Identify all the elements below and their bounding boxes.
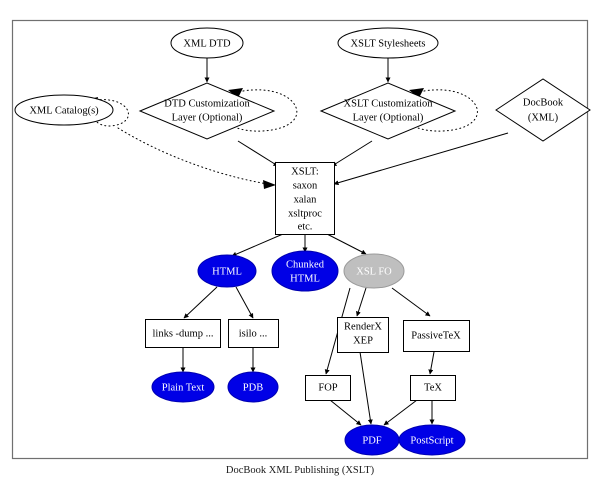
docbook-label-line2: (XML) <box>528 112 559 123</box>
xslt-proc-box <box>275 162 335 235</box>
node-postscript[interactable]: PostScript <box>398 424 466 456</box>
arrowhead-dtd-custom-self <box>228 88 243 98</box>
node-fop[interactable]: FOP <box>305 375 351 401</box>
edge-xsl-fo-to-passivetex <box>391 287 431 317</box>
edge-docbook-to-xslt-proc <box>333 132 509 186</box>
docbook-diamond <box>495 78 591 142</box>
xslt-proc-line-4: etc. <box>298 221 313 232</box>
edge-dtd-custom-self <box>223 89 298 132</box>
xslt-proc-line-0: XSLT: <box>291 166 319 177</box>
xslt-proc-line-2: xalan <box>294 194 317 205</box>
html-label: HTML <box>212 266 242 277</box>
xslt-proc-line-1: saxon <box>293 180 318 191</box>
pdb-label: PDB <box>243 382 263 393</box>
edge-xslt-custom-self <box>404 89 478 132</box>
node-xsl-fo[interactable]: XSL FO <box>343 253 405 289</box>
xslt-stylesheets-label: XSLT Stylesheets <box>351 38 426 49</box>
node-links-dump[interactable]: links -dump ... <box>145 319 221 348</box>
xsl-fo-ellipse <box>343 253 405 289</box>
xml-catalogs-label: XML Catalog(s) <box>29 105 99 116</box>
fop-box <box>305 375 351 401</box>
edge-passivetex-to-tex <box>428 351 435 375</box>
node-xslt-processor[interactable]: XSLT: saxon xalan xsltproc etc. <box>275 162 335 235</box>
edge-xml-catalogs-to-xslt-proc <box>117 127 269 185</box>
passivetex-box <box>403 320 470 352</box>
xslt-proc-line-3: xsltproc <box>288 208 322 219</box>
node-tex[interactable]: TeX <box>410 375 456 401</box>
docbook-label-line1: DocBook <box>523 97 564 108</box>
xslt-custom-label-line1: XSLT Customization <box>344 98 434 109</box>
postscript-label: PostScript <box>410 435 453 446</box>
html-ellipse <box>197 254 257 288</box>
figure-caption: DocBook XML Publishing (XSLT) <box>226 465 375 476</box>
chunked-html-label-line2: HTML <box>290 273 320 284</box>
xslt-stylesheets-ellipse <box>337 27 439 59</box>
node-plain-text[interactable]: Plain Text <box>151 371 215 403</box>
plain-text-label: Plain Text <box>162 382 205 393</box>
node-chunked-html[interactable]: Chunked HTML <box>271 250 339 292</box>
dtd-custom-label-line1: DTD Customization <box>164 98 250 109</box>
xslt-custom-label-line2: Layer (Optional) <box>353 112 424 123</box>
renderx-xep-label-line2: XEP <box>353 335 373 346</box>
edge-xslt-proc-to-html <box>231 233 284 257</box>
node-xslt-customization-layer[interactable]: XSLT Customization Layer (Optional) <box>319 82 457 140</box>
edge-layer <box>86 58 509 426</box>
links-dump-box <box>145 319 221 348</box>
tex-label: TeX <box>424 382 442 393</box>
pdb-ellipse <box>227 371 279 403</box>
node-pdb[interactable]: PDB <box>227 371 279 403</box>
renderx-xep-label-line1: RenderX <box>344 321 382 332</box>
dtd-custom-label-line2: Layer (Optional) <box>172 112 243 123</box>
node-passivetex[interactable]: PassiveTeX <box>403 320 470 352</box>
chunked-html-label-line1: Chunked <box>286 259 325 270</box>
arrowhead-xslt-custom-self <box>409 88 424 98</box>
edge-fop-to-pdf <box>329 399 362 426</box>
passivetex-label: PassiveTeX <box>411 330 461 341</box>
edge-xslt-custom-to-xslt-proc <box>331 140 373 167</box>
edge-html-to-links-dump <box>183 286 218 319</box>
node-xml-dtd[interactable]: XML DTD <box>170 27 244 59</box>
node-html[interactable]: HTML <box>197 254 257 288</box>
edge-tex-to-pdf <box>383 399 418 426</box>
xsl-fo-label: XSL FO <box>356 266 392 277</box>
diagram-frame <box>11 19 589 460</box>
isilo-label: isilo ... <box>239 328 268 339</box>
xml-catalogs-ellipse <box>14 94 114 126</box>
edge-renderx-xep-to-pdf <box>359 351 373 425</box>
node-xml-catalogs[interactable]: XML Catalog(s) <box>14 94 114 126</box>
chunked-html-ellipse <box>271 250 339 292</box>
dtd-custom-diamond <box>138 82 276 140</box>
edge-html-to-isilo <box>235 286 254 319</box>
pdf-label: PDF <box>362 435 381 446</box>
edge-xslt-proc-to-xsl-fo <box>326 233 367 255</box>
xml-dtd-ellipse <box>170 27 244 59</box>
tex-box <box>410 375 456 401</box>
edge-xsl-fo-to-renderx-xep <box>355 287 367 317</box>
node-renderx-xep[interactable]: RenderX XEP <box>337 317 389 353</box>
node-xslt-stylesheets[interactable]: XSLT Stylesheets <box>337 27 439 59</box>
isilo-box <box>228 319 279 348</box>
renderx-xep-box <box>337 317 389 353</box>
fop-label: FOP <box>318 382 337 393</box>
postscript-ellipse <box>398 424 466 456</box>
node-dtd-customization-layer[interactable]: DTD Customization Layer (Optional) <box>138 82 276 140</box>
node-docbook-xml[interactable]: DocBook (XML) <box>495 78 591 142</box>
node-isilo[interactable]: isilo ... <box>228 319 279 348</box>
xslt-custom-diamond <box>319 82 457 140</box>
xml-dtd-label: XML DTD <box>183 38 231 49</box>
edge-xml-catalogs-self <box>94 99 129 127</box>
arrowhead-catalogs-to-proc <box>263 180 276 189</box>
edge-dtd-custom-to-xslt-proc <box>237 140 279 167</box>
plain-text-ellipse <box>151 371 215 403</box>
links-dump-label: links -dump ... <box>153 328 214 339</box>
node-pdf[interactable]: PDF <box>344 424 400 456</box>
